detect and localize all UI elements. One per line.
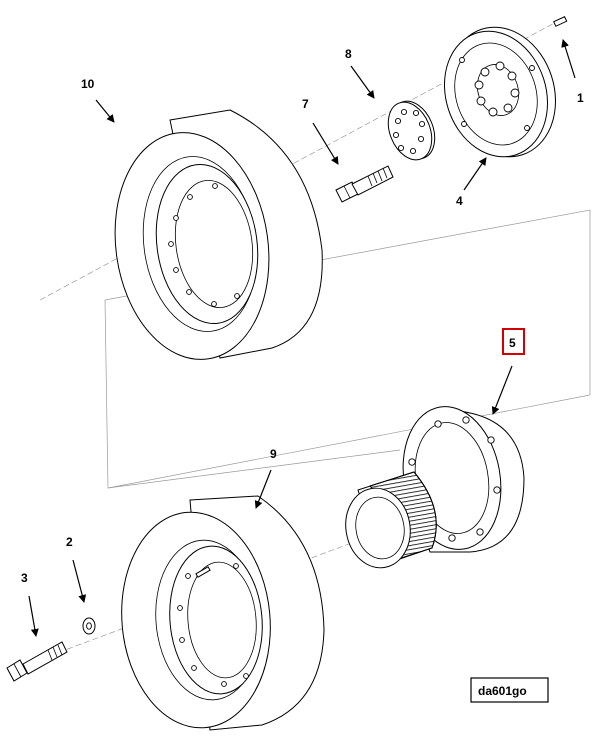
drawing-reference-box: da601go (470, 677, 549, 703)
part-8-spacer-plate (387, 100, 436, 161)
callout-8: 8 (345, 47, 352, 61)
dowel-pin (553, 15, 568, 27)
callout-10: 10 (81, 77, 95, 91)
callout-arrows (28, 39, 576, 637)
part-9-vibration-damper-inner (121, 495, 325, 731)
callout-9: 9 (270, 447, 277, 461)
drawing-reference-label: da601go (478, 684, 527, 698)
callout-4: 4 (456, 194, 463, 208)
outer-damper-bolt-holes (168, 183, 240, 307)
part-5-crankshaft-hub (345, 406, 525, 569)
part-10-vibration-damper-outer (114, 109, 323, 360)
callout-5-highlight: 5 (502, 328, 525, 355)
part-1-drive-plate (443, 15, 568, 158)
inner-damper-bolt-holes (177, 563, 249, 687)
callout-labels: 1 2 3 4 7 8 9 10 (21, 47, 584, 585)
part-7-capscrew (335, 165, 394, 203)
callout-3: 3 (21, 571, 28, 585)
callout-1: 1 (577, 91, 584, 105)
part-3-capscrew (6, 641, 68, 682)
part-2-washer (82, 617, 96, 635)
callout-2: 2 (66, 535, 73, 549)
callout-5-highlight-box (502, 328, 525, 355)
callout-5: 5 (509, 336, 516, 350)
callout-7: 7 (302, 97, 309, 111)
drive-plate-bolt-holes (459, 57, 535, 131)
